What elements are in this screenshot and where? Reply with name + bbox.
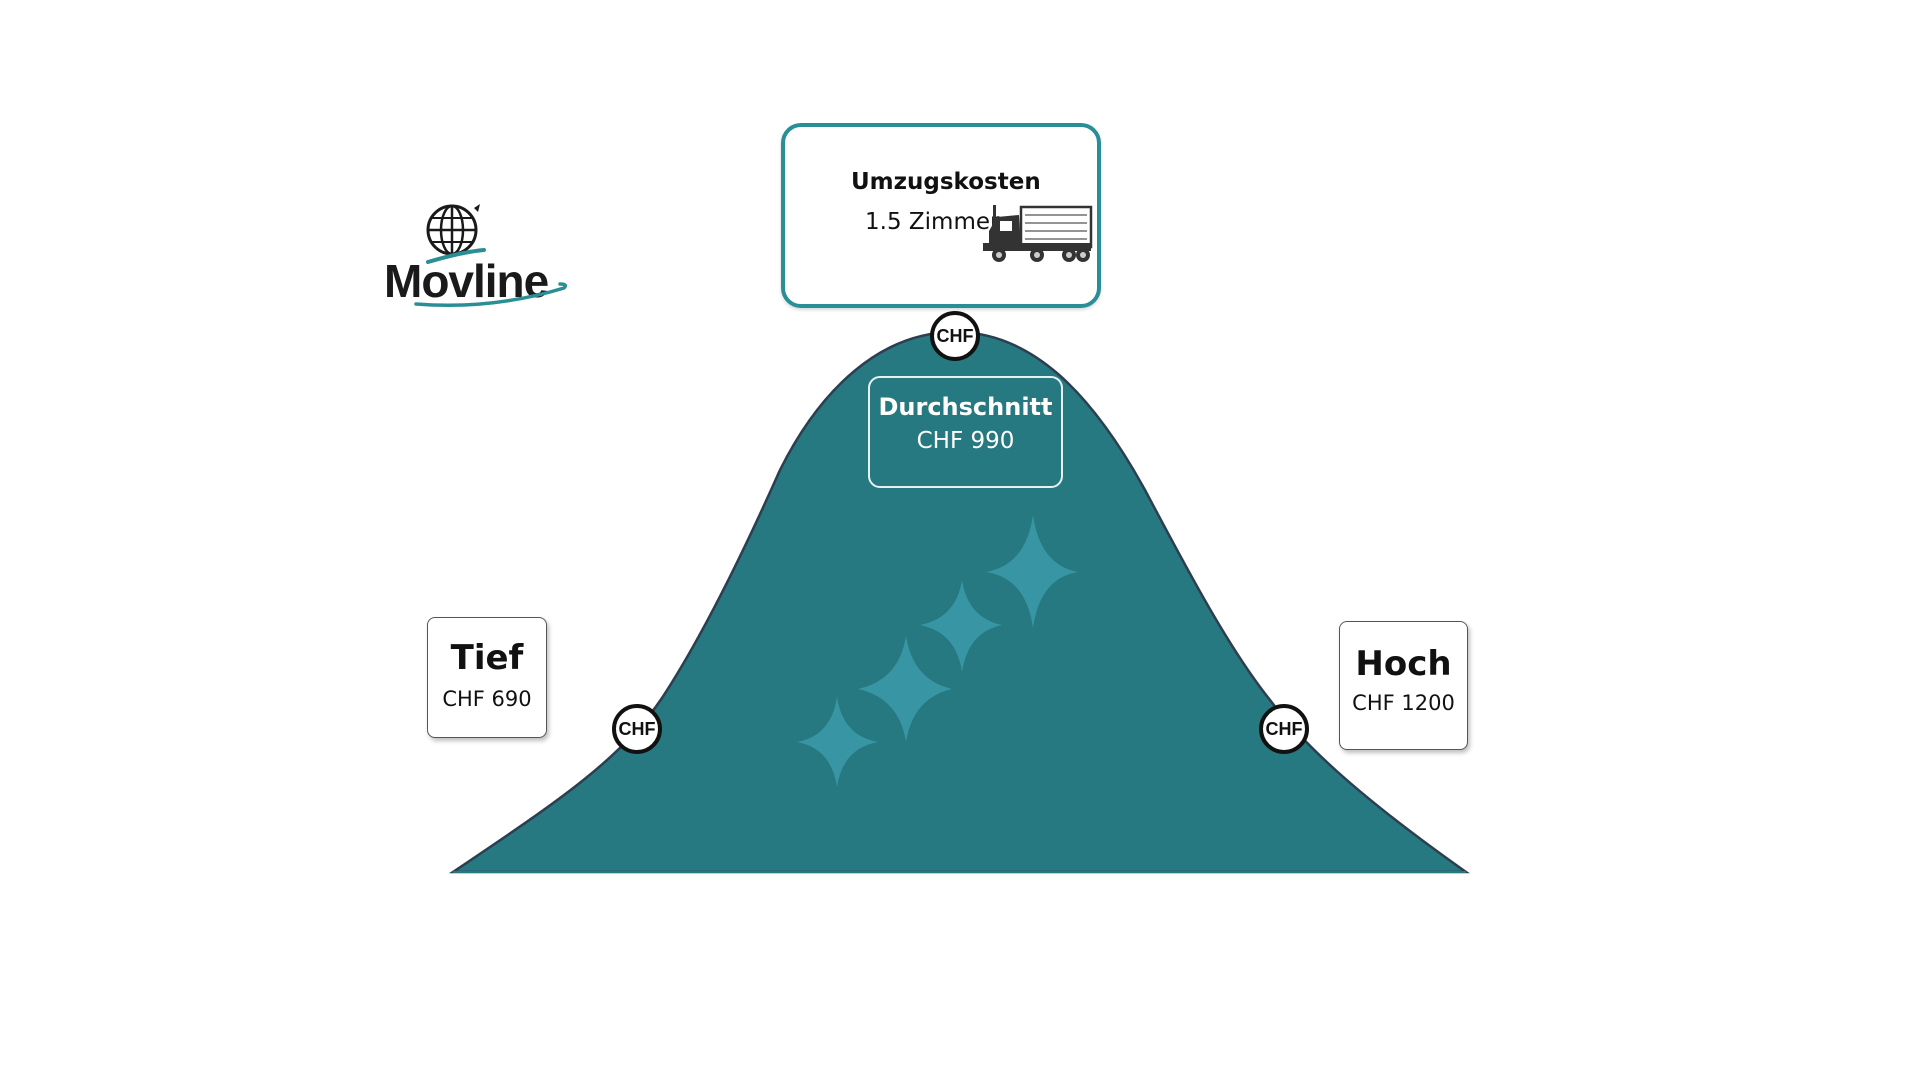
sparkle-icons — [797, 515, 1078, 787]
sparkle-icon — [986, 515, 1078, 628]
average-price-label: Durchschnitt CHF 990 — [868, 376, 1063, 488]
low-value: CHF 690 — [442, 687, 532, 711]
sparkle-icon — [858, 636, 952, 742]
average-value: CHF 990 — [916, 428, 1015, 454]
title-card: Umzugskosten 1.5 Zimmer — [781, 123, 1101, 308]
title-heading: Umzugskosten — [851, 169, 1041, 195]
high-title: Hoch — [1355, 644, 1452, 684]
sparkle-icon — [797, 697, 878, 787]
low-title: Tief — [450, 638, 524, 678]
high-chf-marker: CHF — [1259, 704, 1309, 754]
average-chf-marker: CHF — [930, 311, 980, 361]
average-title: Durchschnitt — [878, 393, 1053, 421]
high-value: CHF 1200 — [1352, 691, 1455, 715]
high-price-card: Hoch CHF 1200 — [1339, 621, 1468, 750]
sparkle-icon — [920, 580, 1002, 672]
title-subheading: 1.5 Zimmer — [865, 209, 1000, 235]
low-chf-marker: CHF — [612, 704, 662, 754]
brand-logo: Movline — [382, 200, 572, 320]
low-price-card: Tief CHF 690 — [427, 617, 547, 738]
truck-icon — [983, 205, 1093, 262]
logo-swoosh — [414, 248, 568, 308]
